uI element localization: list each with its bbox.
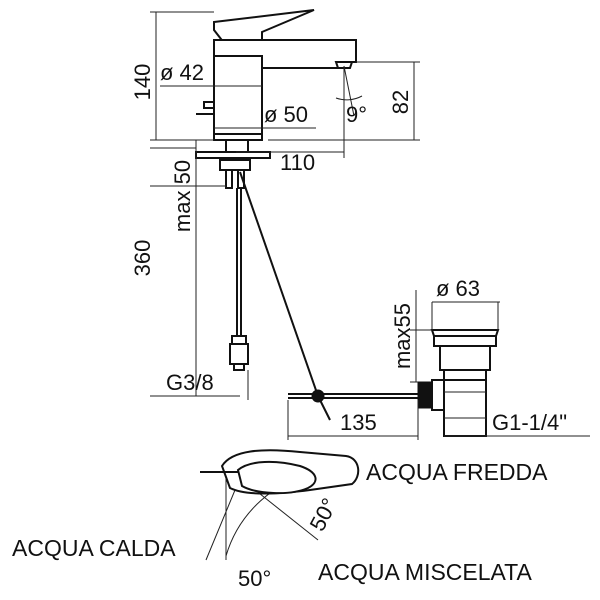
label-mixed-water: ACQUA MISCELATA: [318, 559, 533, 585]
lever-top-view: [200, 449, 360, 561]
faucet-body: [195, 9, 357, 421]
dimension-lines: [150, 11, 590, 440]
dim-drain-diameter: ø 63: [436, 276, 480, 301]
dim-spout-height: 82: [388, 90, 413, 114]
dimension-labels: 140 ø 42 ø 50 9° 82 110 max 50 360 G3/8 …: [130, 60, 567, 435]
dim-drain-max: max55: [390, 303, 415, 369]
dim-rod-length: 135: [340, 410, 377, 435]
label-angle-right: 50°: [305, 494, 343, 535]
label-angle-left: 50°: [238, 566, 271, 591]
lever-labels: ACQUA FREDDA ACQUA CALDA ACQUA MISCELATA…: [12, 459, 548, 591]
dim-spout-reach: 110: [280, 150, 315, 175]
label-cold-water: ACQUA FREDDA: [366, 459, 548, 485]
dim-max-deck: max 50: [170, 160, 195, 232]
dim-height-total: 140: [130, 64, 155, 101]
dim-drain-thread: G1-1/4": [492, 410, 567, 435]
dim-hose-length: 360: [130, 240, 155, 277]
dim-spout-angle: 9°: [346, 102, 367, 127]
dim-base-diameter: ø 50: [264, 102, 308, 127]
dim-body-diameter: ø 42: [160, 60, 204, 85]
label-hot-water: ACQUA CALDA: [12, 535, 176, 561]
dim-hose-thread: G3/8: [166, 370, 214, 395]
